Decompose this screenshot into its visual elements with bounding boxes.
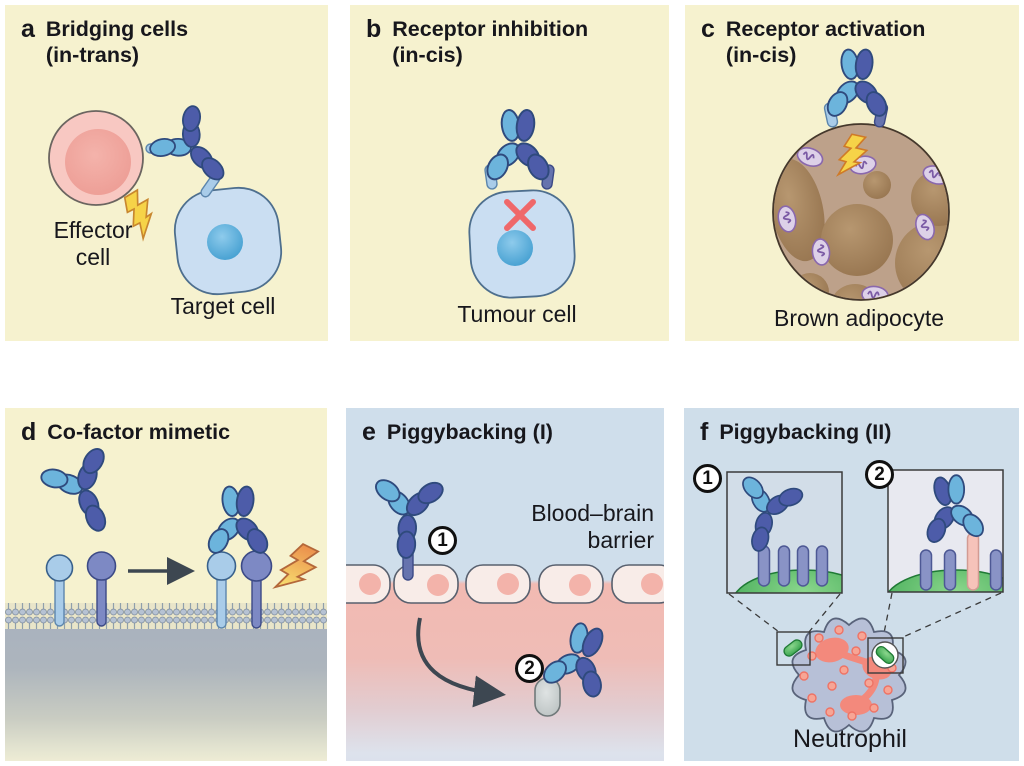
panel-e-piggybacking-1: e Piggybacking (I) <box>346 408 664 761</box>
blood-brain-barrier-label: Blood–brain barrier <box>531 500 654 553</box>
step-2-badge: 2 <box>515 654 544 683</box>
free-antibody <box>28 435 139 548</box>
neutrophil-cell <box>791 617 907 733</box>
effector-cell-label: Effector cell <box>53 217 133 270</box>
panel-title-text: Co-factor mimetic <box>47 420 231 444</box>
brain-antigen <box>534 677 561 717</box>
target-cell-label: Target cell <box>170 293 276 319</box>
neutrophil-label: Neutrophil <box>793 725 907 753</box>
effector-cell-inner <box>65 129 131 195</box>
panel-title-text: Piggybacking (II) <box>719 420 892 444</box>
dimerized-receptors <box>206 550 273 629</box>
panel-a-bridging-cells: a Bridging cells (in-trans) Effector cel… <box>5 5 328 341</box>
target-pilus-pink <box>966 532 980 591</box>
panel-d-graphic <box>5 435 327 629</box>
inhibition-x-icon <box>504 199 536 231</box>
free-receptor-dark <box>86 551 117 627</box>
panel-f-graphic <box>726 469 1004 733</box>
panel-letter: d <box>21 418 37 446</box>
panel-b-title: b Receptor inhibition (in-cis) <box>366 16 588 68</box>
panel-b-graphic <box>468 107 576 299</box>
bound-antibody <box>198 484 278 561</box>
panel-e-title: e Piggybacking (I) <box>362 419 553 445</box>
panel-title-text: Receptor activation (in-cis) <box>725 17 926 67</box>
panel-d-title: d Co-factor mimetic <box>21 419 230 445</box>
panel-letter: a <box>21 15 35 43</box>
tumour-cell-label: Tumour cell <box>457 301 577 327</box>
panel-f-title: f Piggybacking (II) <box>700 419 891 445</box>
inset-2 <box>887 469 1004 593</box>
bacterium <box>875 646 895 664</box>
surface-zoom-box-1 <box>776 631 811 666</box>
panel-a-graphic <box>48 92 283 296</box>
pili-receptors <box>757 545 829 587</box>
panel-c-receptor-activation: c Receptor activation (in-cis) <box>685 5 1019 341</box>
panel-e-graphic <box>346 469 664 717</box>
panel-letter: e <box>362 418 376 446</box>
panel-b-receptor-inhibition: b Receptor inhibition (in-cis) Tumour ce… <box>350 5 669 341</box>
panel-letter: b <box>366 15 382 43</box>
tumour-cell-nucleus <box>497 230 533 266</box>
step-1-badge: 1 <box>693 464 722 493</box>
panel-title-text: Piggybacking (I) <box>386 420 553 444</box>
endothelial-cell-row <box>346 564 664 604</box>
step-1-badge: 1 <box>428 526 457 555</box>
brown-adipocyte-label: Brown adipocyte <box>773 305 945 331</box>
panel-d-cofactor-mimetic: d Co-factor mimetic <box>5 408 327 761</box>
panel-f-piggybacking-2: f Piggybacking (II) <box>684 408 1019 761</box>
panel-title-text: Bridging cells (in-trans) <box>45 17 189 67</box>
panel-letter: f <box>700 418 709 446</box>
panel-c-graphic <box>772 47 950 301</box>
surface-zoom-box-2 <box>867 637 904 674</box>
panel-a-title: a Bridging cells (in-trans) <box>21 16 188 68</box>
step-2-badge: 2 <box>865 460 894 489</box>
target-cell-nucleus <box>207 224 243 260</box>
lightning-bolt-icon <box>273 539 323 600</box>
panel-c-title: c Receptor activation (in-cis) <box>701 16 925 68</box>
plasma-membrane <box>5 603 327 629</box>
tumour-cell <box>468 189 576 299</box>
inset-1 <box>726 471 843 594</box>
free-receptor-light <box>45 554 74 627</box>
pili-receptors <box>919 549 1003 591</box>
target-cell <box>173 186 283 296</box>
panel-letter: c <box>701 15 715 43</box>
transcytosis-arrow-icon <box>416 617 506 708</box>
bispecific-antibody <box>477 107 559 188</box>
bacterium <box>783 639 803 657</box>
neutrophil-nucleus <box>815 637 892 715</box>
panel-title-text: Receptor inhibition (in-cis) <box>392 17 589 67</box>
